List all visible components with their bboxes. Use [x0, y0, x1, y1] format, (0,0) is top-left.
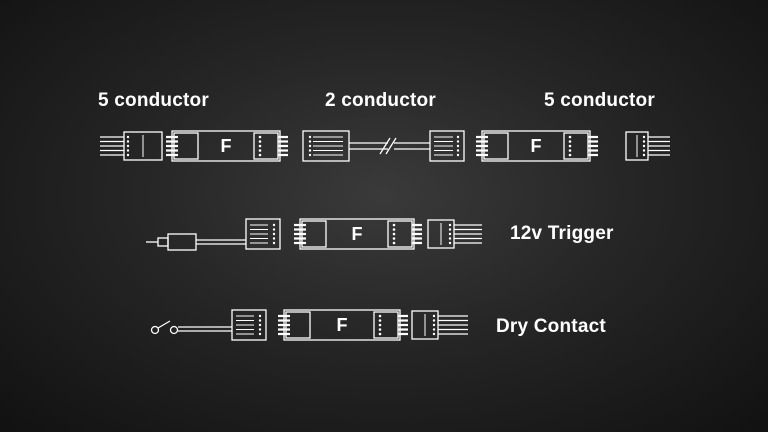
- switch-contact: [150, 325, 160, 335]
- label-dry-contact: Dry Contact: [496, 316, 606, 337]
- row-3-module: F: [278, 309, 408, 341]
- row-3-output-wire: [411, 310, 468, 340]
- label-2-conductor: 2 conductor: [325, 90, 436, 111]
- module-letter: F: [221, 136, 232, 156]
- row-3-switch: [150, 320, 232, 335]
- row-1-left-module: F: [166, 130, 288, 162]
- module-letter: F: [531, 136, 542, 156]
- row-2-output-wire: [427, 219, 482, 249]
- row-3-terminal: [231, 309, 267, 341]
- row-1-mid-2-conductor: [302, 130, 465, 162]
- label-5-conductor-left: 5 conductor: [98, 90, 209, 111]
- row-2-terminal: [245, 218, 281, 250]
- row-2-module: F: [294, 218, 422, 250]
- label-5-conductor-right: 5 conductor: [544, 90, 655, 111]
- row-2-trigger-plug: [146, 233, 246, 251]
- module-letter: F: [337, 315, 348, 335]
- label-12v-trigger: 12v Trigger: [510, 223, 614, 244]
- row-1-right-module: F: [476, 130, 598, 162]
- row-1-left-wire: [100, 131, 163, 161]
- module-letter: F: [352, 224, 363, 244]
- row-1-right-wire: [625, 131, 670, 161]
- switch-contact: [169, 325, 179, 335]
